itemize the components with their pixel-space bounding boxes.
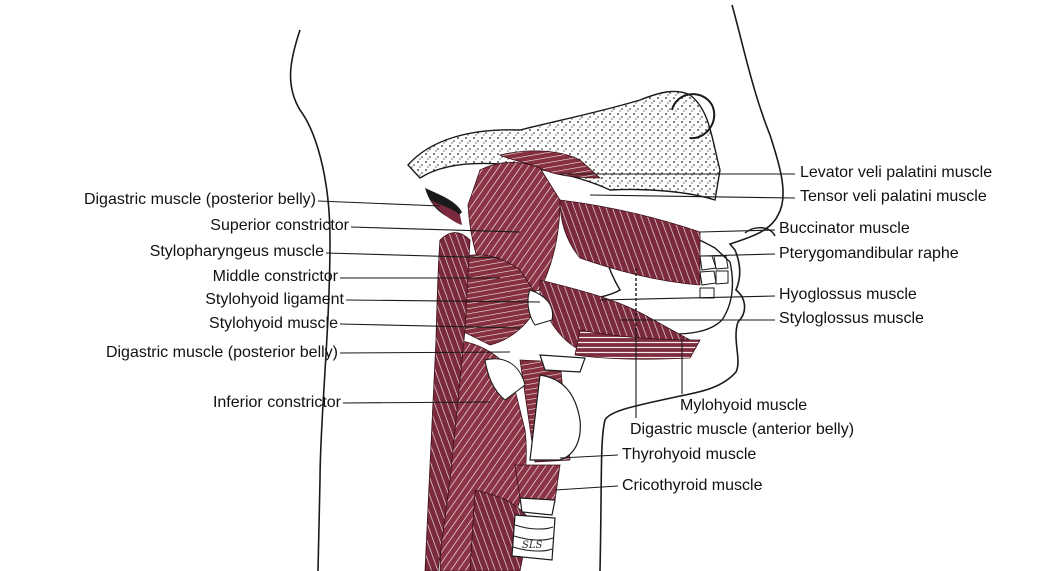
label-inferior-constrictor: Inferior constrictor: [213, 394, 341, 412]
artist-signature: SLS: [522, 540, 542, 551]
label-tensor-veli-palatini: Tensor veli palatini muscle: [800, 188, 987, 206]
label-stylopharyngeus: Stylopharyngeus muscle: [150, 243, 324, 261]
label-mylohyoid: Mylohyoid muscle: [680, 397, 807, 415]
hyoid-bone: [540, 355, 585, 372]
label-digastric-anterior-belly: Digastric muscle (anterior belly): [630, 421, 854, 439]
label-levator-veli-palatini: Levator veli palatini muscle: [800, 164, 992, 182]
label-digastric-posterior-belly-lower: Digastric muscle (posterior belly): [106, 344, 338, 362]
label-middle-constrictor: Middle constrictor: [213, 268, 338, 286]
label-stylohyoid-muscle: Stylohyoid muscle: [209, 315, 338, 333]
cricothyroid-region: [515, 465, 560, 500]
label-superior-constrictor: Superior constrictor: [210, 217, 349, 235]
label-styloglossus: Styloglossus muscle: [779, 310, 924, 328]
label-pterygomandibular-raphe: Pterygomandibular raphe: [779, 245, 959, 263]
label-buccinator: Buccinator muscle: [779, 220, 910, 238]
label-thyrohyoid: Thyrohyoid muscle: [622, 446, 756, 464]
buccinator-region: [560, 200, 700, 285]
label-stylohyoid-ligament: Stylohyoid ligament: [205, 291, 344, 309]
label-digastric-posterior-belly-upper: Digastric muscle (posterior belly): [84, 191, 316, 209]
label-cricothyroid: Cricothyroid muscle: [622, 477, 762, 495]
teeth: [700, 256, 728, 298]
label-hyoglossus: Hyoglossus muscle: [779, 286, 917, 304]
cricoid-cartilage: [520, 498, 555, 515]
